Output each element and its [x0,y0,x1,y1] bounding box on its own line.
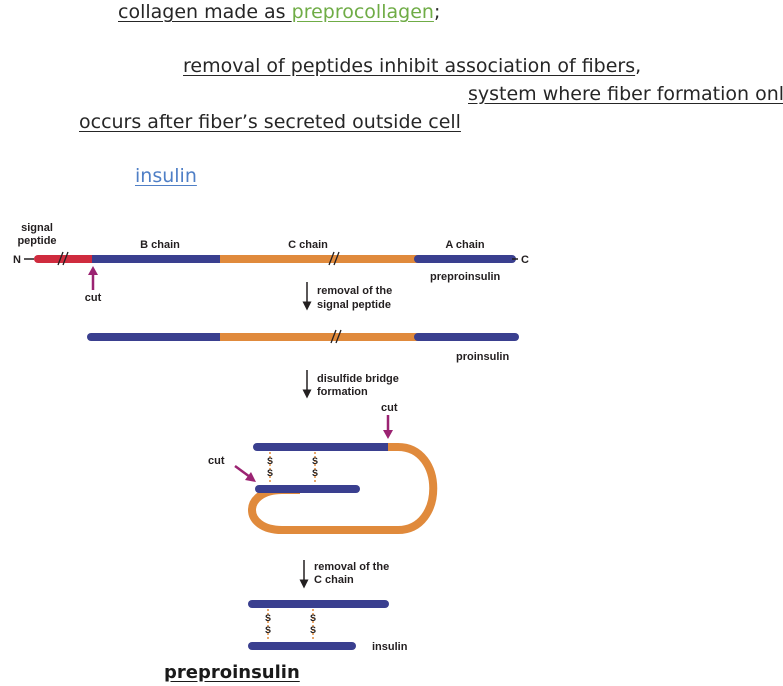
cut-arrow-3 [234,464,251,479]
proinsulin-label: proinsulin [456,351,509,363]
svg-text:S: S [265,613,271,623]
collagen-note: collagen made as preprocollagen; [118,0,440,24]
step1-line1: removal of the [317,285,392,297]
step1-line2: signal peptide [317,299,391,311]
svg-text:S: S [312,456,318,466]
step3-line1: removal of the [314,561,389,573]
folded-c-chain [248,443,438,534]
signal-label-2: peptide [17,235,56,247]
comma: , [635,55,642,77]
step3-line2: C chain [314,574,354,586]
figure-caption: preproinsulin [164,662,300,683]
cut-arrow-2-head [383,430,393,439]
semicolon: ; [433,1,441,23]
preproinsulin-label: preproinsulin [430,271,501,283]
disulfide-bridges-insulin [267,609,314,641]
svg-text:S: S [310,613,316,623]
svg-text:S: S [265,625,271,635]
system-note: system where fiber formation only [468,83,783,105]
collagen-text: collagen made as [118,1,292,23]
insulin-label: insulin [372,641,408,653]
disulfide-labels-insulin: SS SS [265,613,316,635]
c-chain-label: C chain [288,239,328,251]
cut-arrow-1-head [88,266,98,275]
cut-label-1: cut [85,292,102,304]
step2-line1: disulfide bridge [317,373,399,385]
svg-text:S: S [267,468,273,478]
insulin-link[interactable]: insulin [135,165,197,187]
b-chain-label: B chain [140,239,180,251]
svg-text:S: S [310,625,316,635]
disulfide-bridges-folded [269,452,316,484]
cut-label-3: cut [208,455,225,467]
svg-text:S: S [312,468,318,478]
cut-label-2: cut [381,402,398,414]
disulfide-labels-folded: SS SS [267,456,318,478]
signal-label-1: signal [21,222,53,234]
c-terminus: C [521,254,529,266]
preprocollagen-term: preprocollagen [291,1,434,23]
break-marks-2 [330,329,342,344]
break-marks-1 [57,251,340,266]
cut-arrow-3-head [245,472,256,482]
n-terminus: N [13,254,21,266]
insulin-processing-diagram: signal peptide B chain C chain A chain N… [13,222,529,653]
a-chain-label: A chain [445,239,485,251]
step2-line2: formation [317,386,368,398]
peptide-removal-note: removal of peptides inhibit association … [183,54,641,78]
peptide-removal-text: removal of peptides inhibit association … [183,55,636,77]
secretion-note: occurs after fiber’s secreted outside ce… [79,111,461,133]
svg-text:S: S [267,456,273,466]
